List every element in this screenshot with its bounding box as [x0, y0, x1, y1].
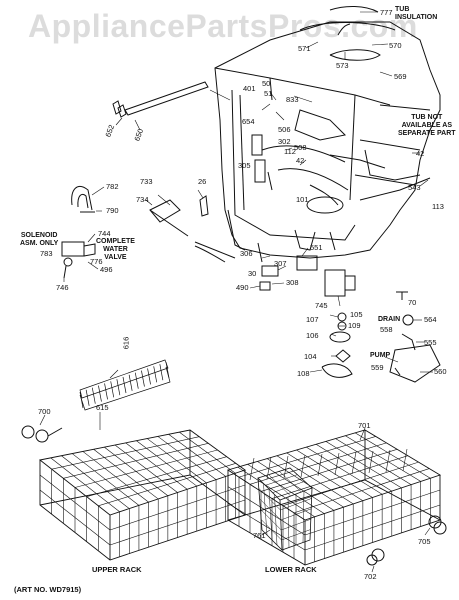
- part-number-558: 558: [380, 325, 393, 334]
- part-number-42a: 42: [296, 156, 305, 165]
- part-number-551: 551: [310, 243, 323, 252]
- part-number-833: 833: [286, 95, 299, 104]
- part-number-746: 746: [56, 283, 69, 292]
- part-number-571: 571: [298, 44, 311, 53]
- part-number-700: 700: [38, 407, 51, 416]
- part-number-50: 50: [262, 79, 271, 88]
- upper-rack-caption: UPPER RACK: [92, 565, 142, 574]
- part-number-559: 559: [371, 363, 384, 372]
- part-number-30: 30: [248, 269, 257, 278]
- part-number-302: 302: [278, 137, 291, 146]
- part-number-305: 305: [238, 161, 251, 170]
- part-number-113: 113: [432, 202, 444, 211]
- note-line: COMPLETE: [96, 238, 135, 245]
- part-number-107: 107: [306, 315, 319, 324]
- part-number-569: 569: [394, 72, 407, 81]
- part-number-790: 790: [106, 206, 119, 215]
- part-number-112: 112: [284, 147, 296, 156]
- drain-note: DRAIN: [378, 316, 401, 323]
- note-line: SOLENOID: [20, 232, 58, 239]
- part-number-506: 506: [278, 125, 291, 134]
- part-number-745: 745: [315, 301, 328, 310]
- watermark-text: AppliancePartsPros.com: [28, 8, 418, 44]
- water-valve-drawing: [61, 241, 96, 279]
- part-number-761: 761: [253, 531, 266, 540]
- part-number-701: 701: [358, 421, 371, 430]
- part-number-42b: 42: [416, 149, 425, 158]
- part-number-654: 654: [242, 117, 255, 126]
- part-number-615: 615: [96, 403, 109, 412]
- part-number-564: 564: [424, 315, 437, 324]
- part-number-108: 108: [297, 369, 310, 378]
- part-number-26: 26: [198, 177, 207, 186]
- door-seal-drawing: [112, 81, 209, 118]
- part-number-508: 508: [294, 143, 307, 152]
- part-number-573: 573: [336, 61, 349, 70]
- note-line: AVAILABLE AS: [401, 122, 452, 129]
- note-line: SEPARATE PART: [398, 130, 456, 137]
- part-number-570: 570: [389, 41, 402, 50]
- part-number-744: 744: [98, 229, 111, 238]
- part-number-105: 105: [350, 310, 363, 319]
- part-number-705: 705: [418, 537, 431, 546]
- part-number-783: 783: [40, 249, 53, 258]
- note-line: ASM. ONLY: [20, 240, 59, 247]
- part-number-776: 776: [90, 257, 103, 266]
- tub-not-available-note: TUB NOT AVAILABLE AS SEPARATE PART: [398, 114, 456, 138]
- part-number-702: 702: [364, 572, 377, 581]
- part-number-109: 109: [348, 321, 361, 330]
- note-line: WATER: [103, 246, 128, 253]
- note-line: VALVE: [104, 254, 127, 261]
- part-number-616: 616: [121, 336, 131, 350]
- fill-hose-drawing: [71, 186, 93, 211]
- part-number-51: 51: [264, 89, 273, 98]
- tub-insulation-note: TUB INSULATION: [395, 6, 437, 22]
- part-number-490: 490: [236, 283, 249, 292]
- pump-note: PUMP: [370, 352, 391, 359]
- part-number-307: 307: [274, 259, 287, 268]
- part-number-560: 560: [434, 367, 447, 376]
- part-number-555: 555: [424, 338, 437, 347]
- lower-rack-caption: LOWER RACK: [265, 565, 317, 574]
- part-number-496: 496: [100, 265, 113, 274]
- part-number-104: 104: [304, 352, 317, 361]
- note-line: TUB NOT: [411, 114, 443, 121]
- part-number-782: 782: [106, 182, 119, 191]
- part-number-101: 101: [296, 195, 309, 204]
- note-line: INSULATION: [395, 14, 438, 21]
- complete-water-valve-note: COMPLETE WATER VALVE: [96, 238, 135, 262]
- part-number-401: 401: [243, 84, 256, 93]
- part-number-543: 543: [408, 183, 421, 192]
- part-number-106: 106: [306, 331, 319, 340]
- part-number-734: 734: [136, 195, 149, 204]
- tub-insulation-drawing: [329, 6, 379, 13]
- note-line: TUB: [395, 6, 410, 13]
- part-number-306: 306: [240, 249, 253, 258]
- art-number-caption: (ART NO. WD7915): [14, 585, 82, 594]
- solenoid-note: SOLENOID ASM. ONLY: [20, 232, 58, 248]
- tub-drawing: [214, 21, 441, 259]
- part-number-733: 733: [140, 177, 153, 186]
- part-number-777: 777: [380, 8, 393, 17]
- part-number-70: 70: [408, 298, 417, 307]
- part-number-308: 308: [286, 278, 299, 287]
